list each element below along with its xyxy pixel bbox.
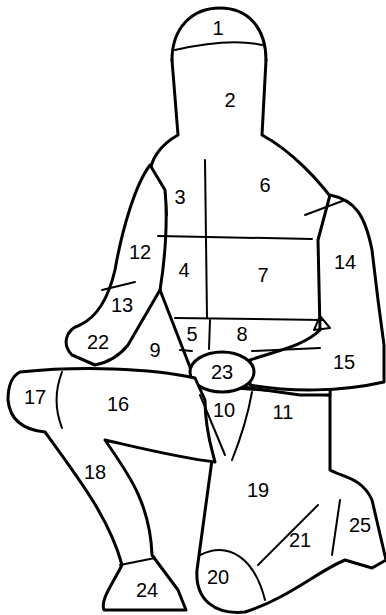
callout-number: 13 bbox=[110, 295, 134, 315]
callout-number: 8 bbox=[235, 324, 248, 344]
callout-number: 20 bbox=[206, 567, 230, 587]
callout-number: 18 bbox=[83, 462, 107, 482]
callout-number: 9 bbox=[148, 340, 161, 360]
callout-number: 12 bbox=[128, 242, 152, 262]
left-leg bbox=[8, 369, 215, 610]
callout-number: 25 bbox=[348, 515, 372, 535]
callout-number: 19 bbox=[246, 480, 270, 500]
callout-number: 2 bbox=[223, 90, 236, 110]
region-lines bbox=[57, 42, 345, 600]
callout-number: 10 bbox=[212, 400, 236, 420]
callout-number: 17 bbox=[23, 387, 47, 407]
right-arm bbox=[250, 195, 384, 390]
callout-number: 7 bbox=[256, 265, 269, 285]
callout-number: 4 bbox=[177, 260, 190, 280]
callout-number: 14 bbox=[333, 252, 357, 272]
callout-number: 11 bbox=[272, 402, 295, 422]
left-arm bbox=[66, 165, 166, 365]
head bbox=[172, 8, 266, 60]
callout-number: 15 bbox=[332, 352, 356, 372]
callout-number: 3 bbox=[173, 187, 186, 207]
callout-number: 16 bbox=[106, 394, 130, 414]
callout-number: 22 bbox=[86, 332, 110, 352]
callout-number: 6 bbox=[258, 175, 271, 195]
callout-number: 21 bbox=[288, 530, 312, 550]
right-leg bbox=[195, 385, 386, 612]
callout-number: 24 bbox=[135, 580, 159, 600]
callout-number: 5 bbox=[185, 324, 198, 344]
callout-number: 1 bbox=[211, 18, 224, 38]
callout-number: 23 bbox=[210, 362, 234, 382]
